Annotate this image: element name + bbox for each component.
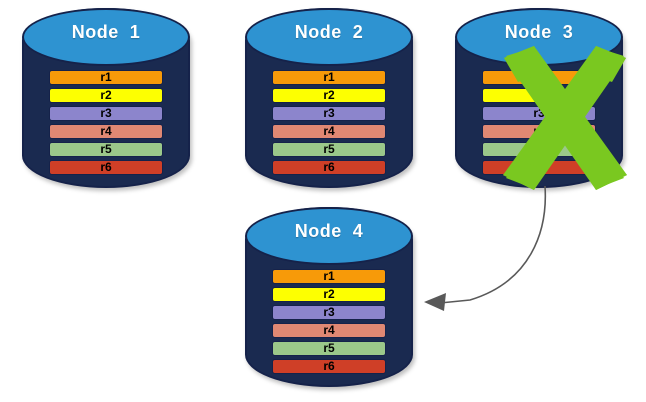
node-1-row-r1[interactable]: r1: [48, 70, 164, 85]
node-2-row-r3[interactable]: r3: [271, 106, 387, 121]
node-3[interactable]: Node 3 r1 r2 r3 r4 r5 r6: [455, 8, 623, 188]
node-1-row-list: r1 r2 r3 r4 r5 r6: [48, 70, 164, 175]
replication-arrow-path: [439, 185, 547, 304]
node-3-row-r5[interactable]: r5: [481, 142, 597, 157]
node-1-row-r6[interactable]: r6: [48, 160, 164, 175]
node-1-row-r2[interactable]: r2: [48, 88, 164, 103]
node-4-row-r3[interactable]: r3: [271, 305, 387, 320]
node-4-row-r6[interactable]: r6: [271, 359, 387, 374]
node-2-row-r6[interactable]: r6: [271, 160, 387, 175]
node-1-row-r3[interactable]: r3: [48, 106, 164, 121]
node-3-row-r3[interactable]: r3: [481, 106, 597, 121]
node-2-title: Node 2: [294, 22, 364, 42]
node-4-row-r4[interactable]: r4: [271, 323, 387, 338]
node-3-row-list: r1 r2 r3 r4 r5 r6: [481, 70, 597, 175]
node-2-row-r1[interactable]: r1: [271, 70, 387, 85]
node-4[interactable]: Node 4 r1 r2 r3 r4 r5 r6: [245, 207, 413, 387]
node-1[interactable]: Node 1 r1 r2 r3 r4 r5 r6: [22, 8, 190, 188]
node-4-row-r2[interactable]: r2: [271, 287, 387, 302]
node-2[interactable]: Node 2 r1 r2 r3 r4 r5 r6: [245, 8, 413, 188]
node-2-row-r4[interactable]: r4: [271, 124, 387, 139]
node-1-cylinder-top: [22, 8, 190, 66]
node-3-title: Node 3: [504, 22, 574, 42]
node-2-row-r2[interactable]: r2: [271, 88, 387, 103]
node-2-row-r5[interactable]: r5: [271, 142, 387, 157]
node-3-row-r1[interactable]: r1: [481, 70, 597, 85]
node-3-row-r4[interactable]: r4: [481, 124, 597, 139]
node-3-row-r6[interactable]: r6: [481, 160, 597, 175]
node-4-row-r5[interactable]: r5: [271, 341, 387, 356]
node-4-row-list: r1 r2 r3 r4 r5 r6: [271, 269, 387, 374]
node-3-row-r2[interactable]: r2: [481, 88, 597, 103]
node-4-title: Node 4: [294, 221, 364, 241]
node-1-title: Node 1: [71, 22, 141, 42]
node-4-row-r1[interactable]: r1: [271, 269, 387, 284]
node-2-row-list: r1 r2 r3 r4 r5 r6: [271, 70, 387, 175]
node-1-row-r5[interactable]: r5: [48, 142, 164, 157]
node-2-cylinder-top: [245, 8, 413, 66]
node-1-row-r4[interactable]: r4: [48, 124, 164, 139]
replication-arrow-head: [424, 293, 446, 311]
node-4-cylinder-top: [245, 207, 413, 265]
